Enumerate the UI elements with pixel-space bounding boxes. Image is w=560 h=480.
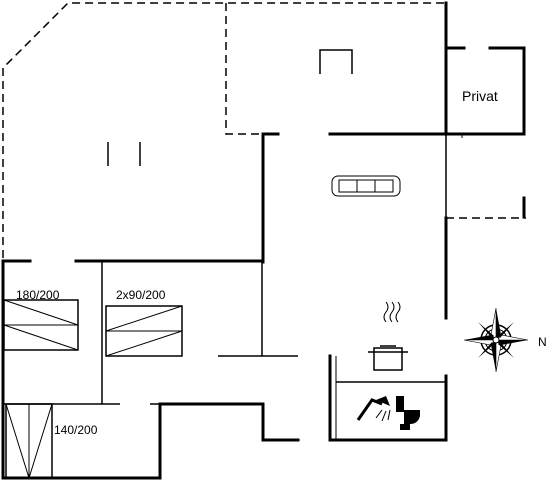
bed-140-200: 140/200 [5, 403, 98, 479]
sofa-icon [331, 175, 401, 197]
walls [1, 1, 526, 480]
stove-pot-icon [368, 301, 408, 371]
window-marks [107, 49, 353, 166]
bed-180-200: 180/200 [3, 288, 79, 351]
bed-2x90-200: 2x90/200 [105, 288, 183, 357]
bed-label-180-200: 180/200 [16, 288, 60, 302]
shower-icon [356, 396, 391, 422]
toilet-icon [396, 396, 420, 430]
partitions [3, 134, 463, 440]
bed-label-140-200: 140/200 [54, 423, 98, 437]
bed-label-2x90-200: 2x90/200 [116, 288, 166, 302]
compass-north-label: N [538, 335, 547, 349]
room-label-privat: Privat [462, 88, 498, 104]
compass-rose-icon [463, 307, 529, 373]
